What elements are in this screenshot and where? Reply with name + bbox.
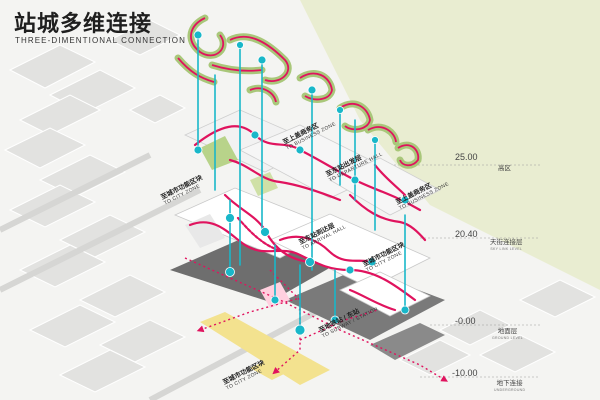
level-label-underground: 地下连接 UNDERGROUND bbox=[494, 380, 525, 394]
connector-nodes bbox=[193, 30, 410, 336]
page-subtitle: THREE-DIMENTIONAL CONNECTION bbox=[15, 36, 186, 45]
rooftop-green-loops bbox=[174, 14, 422, 169]
level-label-cn: 高区 bbox=[498, 165, 511, 172]
page-title: 站城多维连接 bbox=[14, 12, 153, 37]
level-label-cn: 天街连接层 bbox=[490, 239, 523, 246]
level-elevation-underground: -10.00 bbox=[452, 368, 478, 378]
level-label-en: GROUND LEVEL bbox=[492, 336, 524, 340]
level-elevation-20: 20.40 bbox=[455, 229, 478, 239]
level-elevation-25: 25.00 bbox=[455, 152, 478, 162]
sky-link-layer bbox=[173, 187, 431, 317]
level-label-skylink: 天街连接层 SKY LINK LEVEL bbox=[490, 239, 523, 253]
vertical-connectors bbox=[197, 34, 406, 331]
level-label-ground: 地面层 GROUND LEVEL bbox=[492, 328, 523, 342]
level-label-cn: 地下连接 bbox=[496, 380, 523, 387]
level-label-cn: 地面层 bbox=[497, 328, 518, 335]
level-elevation-ground: -0.00 bbox=[455, 316, 476, 326]
level-label-en: SKY LINK LEVEL bbox=[490, 247, 523, 251]
level-label-high: 高区 bbox=[498, 165, 511, 172]
level-label-en: UNDERGROUND bbox=[494, 388, 526, 392]
ground-dotted-flows bbox=[184, 257, 449, 382]
